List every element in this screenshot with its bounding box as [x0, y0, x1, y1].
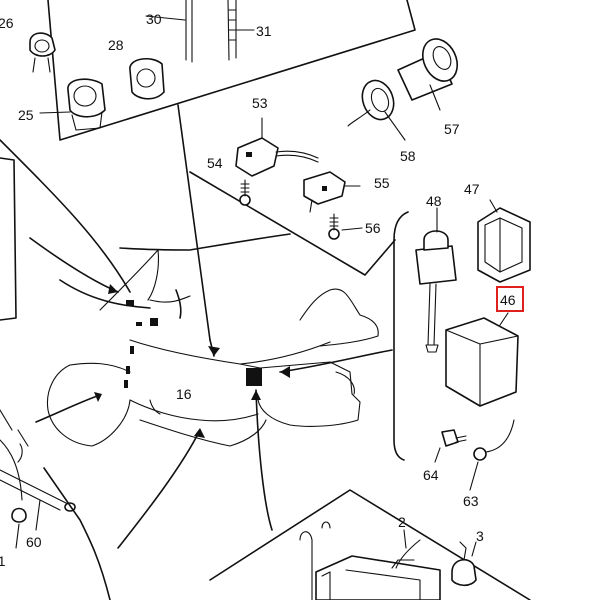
callout-56: 56 [365, 220, 381, 236]
bolt-64 [434, 429, 467, 463]
callout-47: 47 [464, 181, 480, 197]
switch-55 [303, 171, 361, 213]
cover-47 [477, 199, 531, 283]
panel-left [0, 139, 131, 321]
callout-2: 2 [398, 514, 406, 530]
socket-57 [397, 38, 459, 111]
wiring-60-61 [0, 409, 111, 600]
callout-46-highlighted[interactable]: 46 [496, 286, 524, 312]
callout-25: 25 [18, 107, 34, 123]
battery-2 [299, 521, 441, 600]
callout-55: 55 [374, 175, 390, 191]
callout-58: 58 [400, 148, 416, 164]
callout-46: 46 [500, 292, 516, 308]
connection-lines [29, 233, 393, 549]
nut-58 [347, 79, 406, 141]
clip-3 [451, 541, 477, 587]
leader-25 [39, 111, 71, 114]
highlight-box [496, 286, 524, 312]
callout-64: 64 [423, 467, 439, 483]
tie-strap-31 [227, 0, 255, 61]
callout-28: 28 [108, 37, 124, 53]
clamp-28 [129, 57, 165, 100]
tie-strap-30 [145, 0, 193, 63]
marker-d [130, 346, 134, 354]
callout-48: 48 [426, 193, 442, 209]
unit-46 [445, 312, 519, 407]
clamp-26 [29, 32, 56, 73]
screw-54 [239, 179, 251, 206]
marker-f [124, 380, 128, 388]
callout-61: 61 [0, 553, 6, 569]
group-boundary-top [47, 0, 416, 141]
marker-b [150, 318, 158, 326]
callout-60: 60 [26, 534, 42, 550]
callout-26: 26 [0, 15, 14, 31]
callout-31: 31 [256, 23, 272, 39]
callout-30: 30 [146, 11, 162, 27]
clamp-25 [67, 78, 106, 131]
callout-57: 57 [444, 121, 460, 137]
callout-labels: 26 30 31 28 25 53 57 54 58 55 47 48 56 1… [0, 11, 484, 569]
callout-54: 54 [207, 155, 223, 171]
switch-53 [235, 117, 319, 177]
marker-e [126, 366, 130, 374]
marker-c [136, 322, 142, 326]
relay-48 [415, 207, 457, 353]
screw-56 [328, 213, 363, 240]
lead-63 [469, 419, 515, 491]
group-boundary-middle [177, 104, 396, 341]
marker-a [126, 300, 134, 306]
callout-3: 3 [476, 528, 484, 544]
callout-63: 63 [463, 493, 479, 509]
callout-16: 16 [176, 386, 192, 402]
group-bracket-right [393, 211, 409, 461]
marker-16 [246, 368, 262, 386]
callout-53: 53 [252, 95, 268, 111]
